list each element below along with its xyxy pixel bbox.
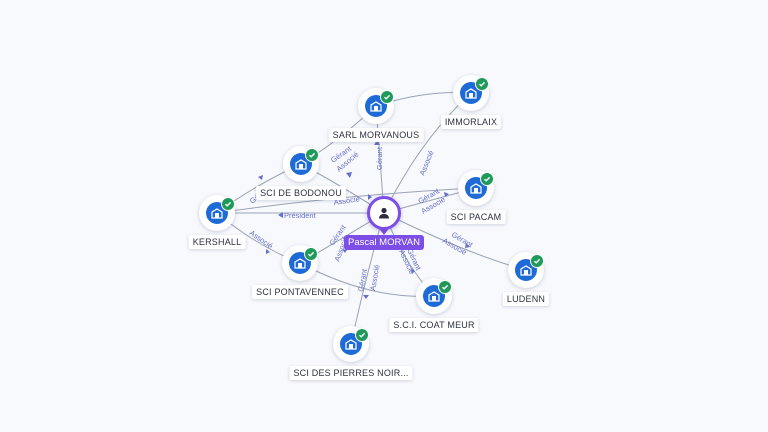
arrowhead <box>342 249 347 253</box>
arrowhead <box>278 212 283 218</box>
arrowhead <box>444 192 449 197</box>
edge-label-gerant: Gérant <box>356 267 369 292</box>
company-label: IMMORLAIX <box>440 115 502 129</box>
verified-check-icon <box>355 328 369 342</box>
verified-check-icon <box>221 197 235 211</box>
verified-check-icon <box>380 90 394 104</box>
arrowhead <box>374 140 380 145</box>
person-name-label: Pascal MORVAN <box>344 235 424 250</box>
verified-check-icon <box>304 247 318 261</box>
arrowhead <box>346 172 352 178</box>
arrowhead <box>411 268 415 274</box>
company-label: SCI PONTAVENNEC <box>252 285 348 299</box>
verified-check-icon <box>530 254 544 268</box>
arrowhead <box>363 295 369 299</box>
edge-label-gerant: Gérant <box>375 146 384 170</box>
arrowhead <box>258 175 263 180</box>
edge-label-associe: Associé <box>248 228 275 250</box>
verified-check-icon <box>305 148 319 162</box>
company-label: SCI PACAM <box>446 210 506 224</box>
edge-label-associe: Associé <box>418 149 436 177</box>
verified-check-icon <box>438 280 452 294</box>
arrowhead <box>368 194 372 200</box>
person-icon <box>367 196 401 230</box>
company-label: SCI DES PIERRES NOIR... <box>289 366 413 380</box>
company-label: KERSHALL <box>188 235 246 249</box>
verified-check-icon <box>475 77 489 91</box>
verified-check-icon <box>480 172 494 186</box>
arrowhead <box>266 249 270 254</box>
company-label: SCI DE BODONOU <box>256 186 346 200</box>
company-label: LUDENN <box>502 292 550 306</box>
arrowhead <box>465 243 470 248</box>
company-label: S.C.I. COAT MEUR <box>389 318 479 332</box>
edge-label-president: Président <box>284 211 317 220</box>
edge-label-associe: Associé <box>368 264 381 291</box>
company-label: SARL MORVANOUS <box>328 128 424 142</box>
